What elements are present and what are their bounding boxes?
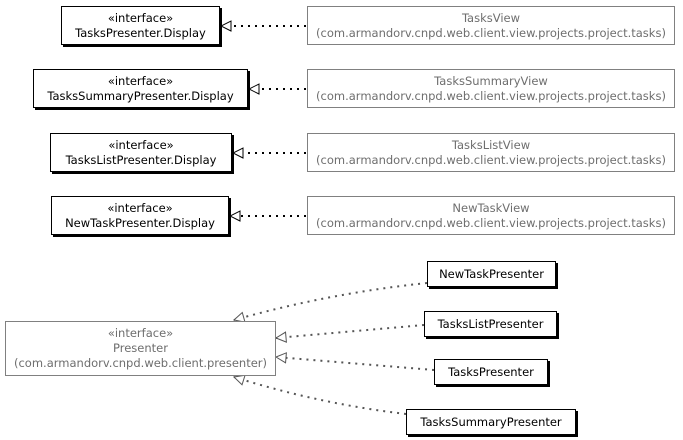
class-name: TasksPresenter [448, 364, 534, 379]
class-tasks-summary-presenter-display[interactable]: «interface» TasksSummaryPresenter.Displa… [33, 69, 248, 108]
realization-arrow-new-task-presenter [234, 282, 428, 320]
class-name: TasksListPresenter.Display [65, 152, 217, 167]
class-name: TasksListPresenter [437, 316, 544, 331]
class-tasks-summary-view[interactable]: TasksSummaryView (com.armandorv.cnpd.web… [307, 69, 675, 108]
class-new-task-view[interactable]: NewTaskView (com.armandorv.cnpd.web.clie… [307, 196, 675, 235]
class-new-task-presenter-display[interactable]: «interface» NewTaskPresenter.Display [51, 196, 229, 235]
package-label: (com.armandorv.cnpd.web.client.view.proj… [316, 88, 666, 103]
realization-arrow-tasks-presenter [276, 357, 435, 371]
class-new-task-presenter[interactable]: NewTaskPresenter [427, 261, 556, 287]
stereotype-label: «interface» [107, 10, 174, 25]
realization-arrow-tasks-summary-presenter [234, 377, 407, 415]
class-name: TasksSummaryPresenter [420, 414, 562, 429]
class-name: TasksPresenter.Display [75, 25, 206, 40]
stereotype-label: «interface» [107, 200, 173, 215]
class-name: NewTaskPresenter [439, 266, 544, 281]
class-name: Presenter [113, 341, 168, 355]
class-name: NewTaskPresenter.Display [65, 215, 215, 230]
class-name: TasksListView [451, 137, 531, 152]
class-tasks-presenter[interactable]: TasksPresenter [434, 359, 548, 385]
class-tasks-view[interactable]: TasksView (com.armandorv.cnpd.web.client… [307, 6, 675, 45]
class-tasks-list-presenter-display[interactable]: «interface» TasksListPresenter.Display [50, 133, 232, 172]
class-name: TasksView [461, 10, 521, 25]
stereotype-label: «interface» [107, 326, 174, 340]
class-name: TasksSummaryPresenter.Display [47, 88, 234, 103]
class-tasks-presenter-display[interactable]: «interface» TasksPresenter.Display [61, 6, 220, 45]
class-tasks-list-view[interactable]: TasksListView (com.armandorv.cnpd.web.cl… [307, 133, 675, 172]
class-presenter-interface[interactable]: «interface» Presenter (com.armandorv.cnp… [5, 321, 276, 376]
package-label: (com.armandorv.cnpd.web.client.view.proj… [316, 25, 666, 40]
class-name: NewTaskView [452, 200, 530, 215]
class-tasks-summary-presenter[interactable]: TasksSummaryPresenter [406, 409, 576, 435]
stereotype-label: «interface» [108, 137, 174, 152]
package-label: (com.armandorv.cnpd.web.client.presenter… [14, 356, 267, 370]
class-name: TasksSummaryView [434, 73, 548, 88]
package-label: (com.armandorv.cnpd.web.client.view.proj… [316, 215, 666, 230]
package-label: (com.armandorv.cnpd.web.client.view.proj… [316, 152, 666, 167]
class-tasks-list-presenter[interactable]: TasksListPresenter [424, 311, 557, 337]
realization-arrow-tasks-list-presenter [276, 324, 425, 338]
stereotype-label: «interface» [107, 73, 174, 88]
